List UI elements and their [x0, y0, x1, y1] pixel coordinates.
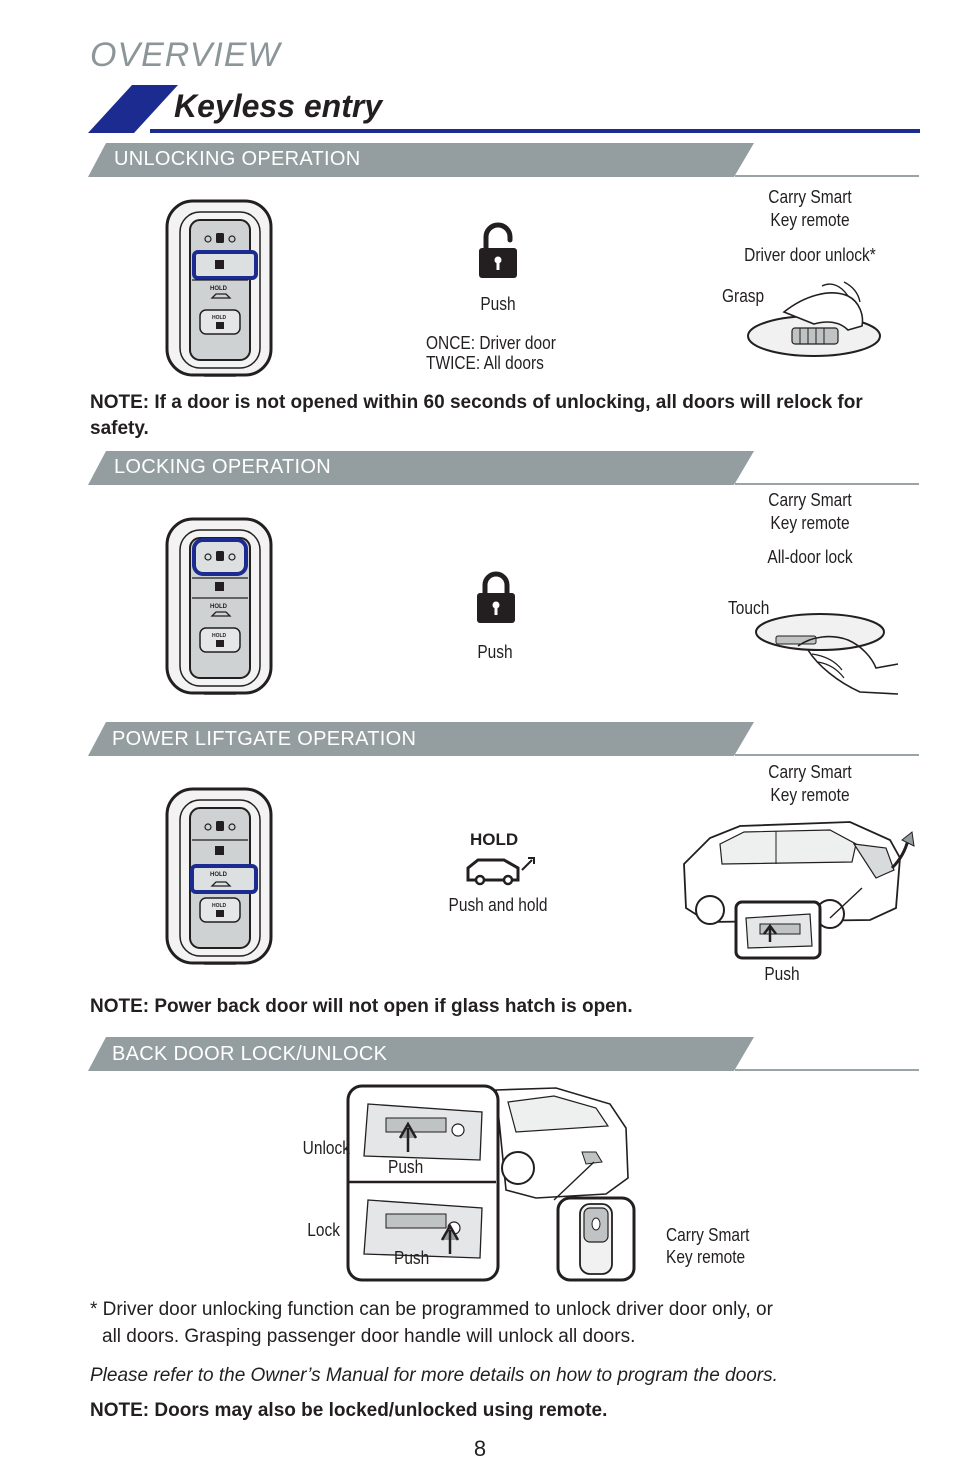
section-band-locking	[88, 451, 754, 485]
section-heading-locking: LOCKING OPERATION	[114, 456, 331, 478]
unlocking-note: NOTE: If a door is not opened within 60 …	[90, 392, 863, 439]
hold-label: HOLD	[470, 830, 519, 849]
door-handle-grasp-illustration	[747, 281, 881, 357]
door-handle-touch-illustration	[755, 613, 899, 695]
key-remote-label: Key remote	[770, 513, 850, 533]
section-rule	[735, 175, 919, 177]
section-band-unlocking	[88, 143, 754, 177]
section-heading-unlocking: UNLOCKING OPERATION	[114, 148, 361, 170]
lock-icon	[477, 571, 515, 623]
key-remote-label: Key remote	[770, 785, 850, 805]
grasp-label: Grasp	[722, 286, 765, 306]
svg-text:HOLD: HOLD	[212, 315, 227, 321]
section-rule	[735, 483, 919, 485]
carry-smart-label: Carry Smart	[768, 187, 852, 207]
lock-label: Lock	[307, 1220, 340, 1240]
backdoor-push-bottom-label: Push	[394, 1248, 430, 1268]
title-rule	[150, 129, 920, 133]
key-remote-label: Key remote	[770, 210, 850, 230]
smart-key-fob: HOLD HOLD	[165, 199, 273, 377]
backdoor-push-top-label: Push	[388, 1157, 424, 1177]
liftgate-push-label: Push	[764, 964, 800, 984]
section-rule	[735, 754, 919, 756]
push-and-hold-label: Push and hold	[448, 895, 548, 915]
overview-heading: OVERVIEW	[90, 36, 281, 74]
liftgate-note: NOTE: Power back door will not open if g…	[90, 996, 633, 1017]
footnote-line-1: * Driver door unlocking function can be …	[90, 1299, 773, 1320]
carry-smart-label: Carry Smart	[768, 762, 852, 782]
unlock-label: Unlock	[302, 1138, 350, 1158]
carry-smart-label: Carry Smart	[768, 490, 852, 510]
liftgate-icon	[466, 857, 535, 886]
unlock-icon	[479, 222, 517, 278]
title-wedge	[88, 85, 178, 133]
svg-text:HOLD: HOLD	[210, 872, 228, 878]
page-title: Keyless entry	[174, 88, 383, 124]
svg-text:HOLD: HOLD	[212, 633, 227, 639]
smart-key-fob: HOLD HOLD	[165, 517, 273, 695]
page-number: 8	[473, 1436, 487, 1461]
refer-owners-manual: Please refer to the Owner’s Manual for m…	[90, 1365, 778, 1386]
smart-key-fob: HOLD HOLD	[165, 787, 273, 965]
suv-liftgate-illustration	[683, 821, 915, 960]
unlock-twice-label: TWICE: All doors	[426, 353, 544, 373]
driver-door-unlock-label: Driver door unlock*	[744, 245, 876, 265]
unlock-once-label: ONCE: Driver door	[426, 333, 556, 353]
touch-label: Touch	[728, 598, 770, 618]
section-heading-liftgate: POWER LIFTGATE OPERATION	[112, 728, 417, 750]
svg-text:HOLD: HOLD	[210, 604, 228, 610]
carry-smart-label: Carry Smart	[666, 1225, 750, 1245]
footnote-line-2: all doors. Grasping passenger door handl…	[102, 1326, 636, 1347]
section-heading-backdoor: BACK DOOR LOCK/UNLOCK	[112, 1043, 388, 1065]
svg-text:HOLD: HOLD	[210, 286, 228, 292]
section-band-backdoor	[88, 1037, 754, 1071]
lock-push-label: Push	[477, 642, 513, 662]
svg-text:HOLD: HOLD	[212, 903, 227, 909]
section-rule	[735, 1069, 919, 1071]
section-band-liftgate	[88, 722, 754, 756]
key-remote-label: Key remote	[666, 1247, 746, 1267]
all-door-lock-label: All-door lock	[767, 547, 853, 567]
back-door-illustration	[346, 1084, 636, 1282]
unlock-push-label: Push	[480, 294, 516, 314]
final-note: NOTE: Doors may also be locked/unlocked …	[90, 1400, 608, 1421]
